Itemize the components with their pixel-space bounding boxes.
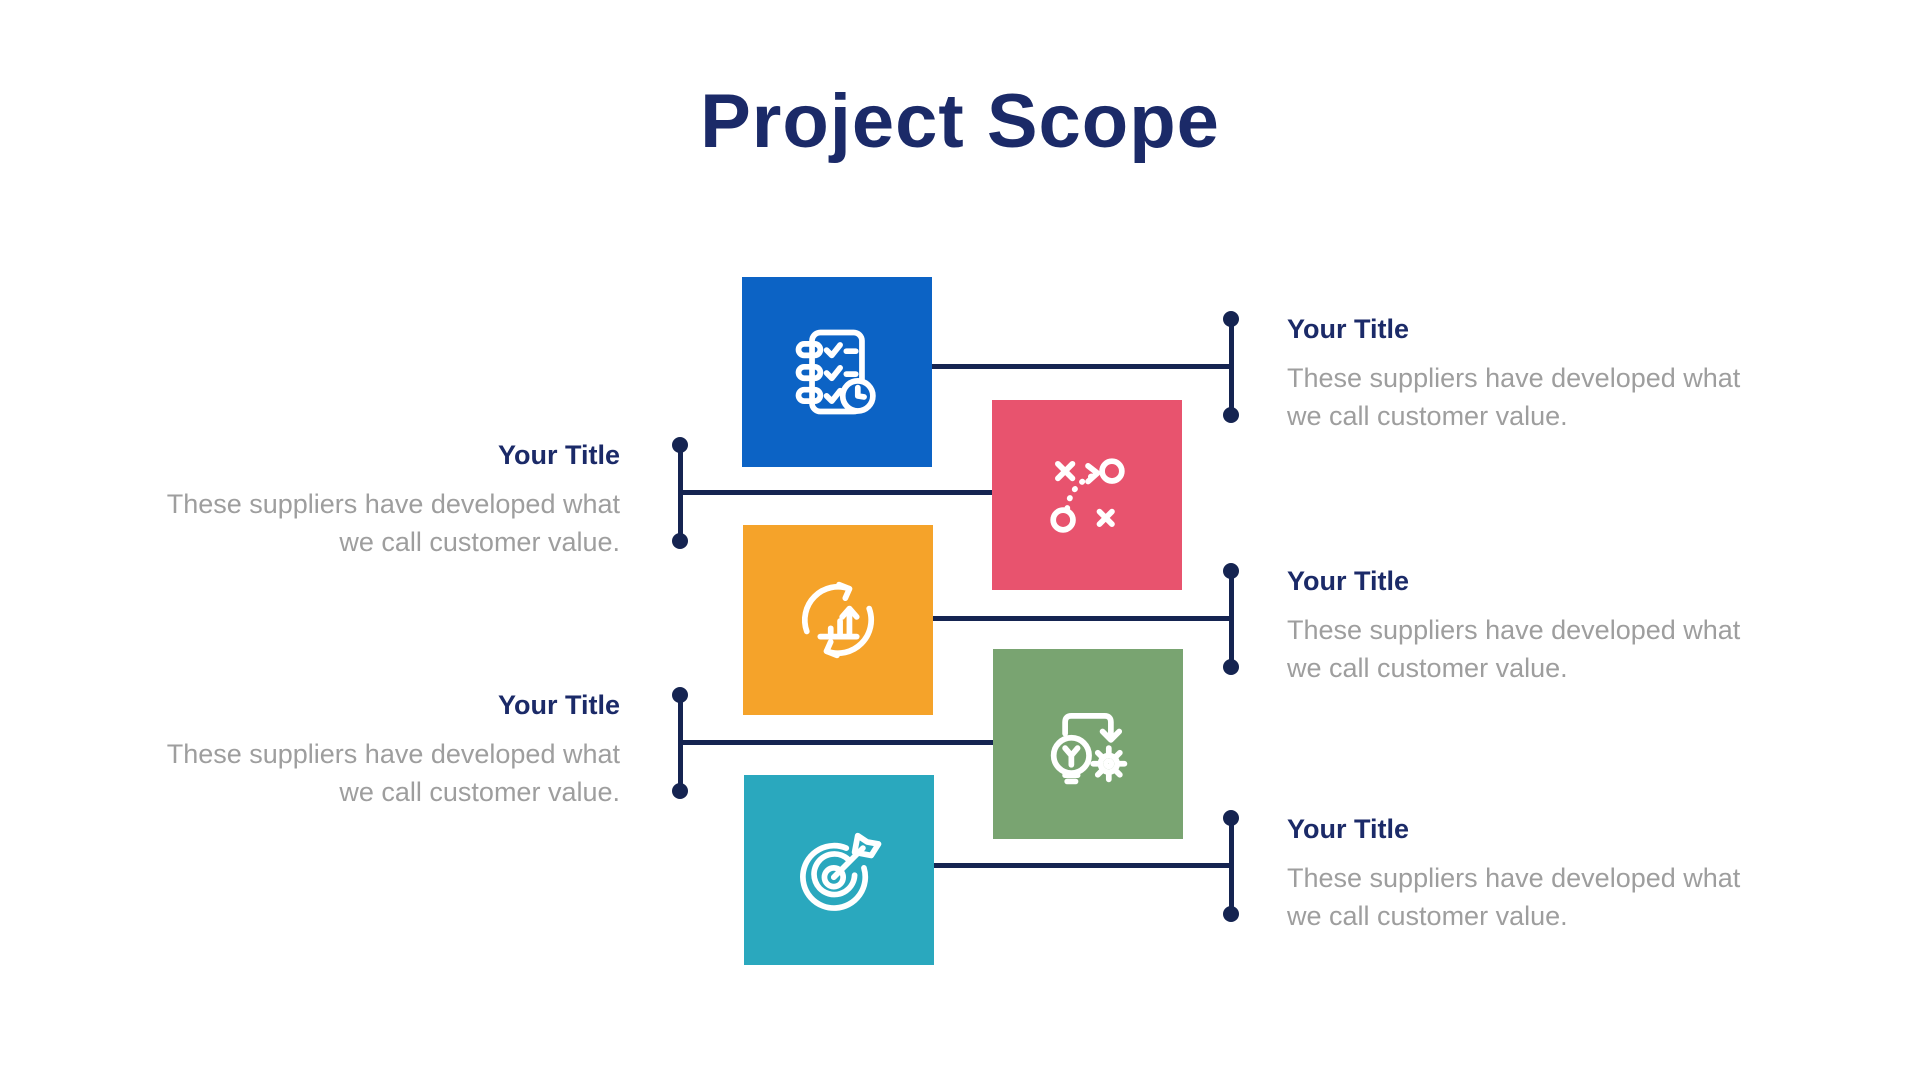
connector-4-hline xyxy=(680,740,993,745)
connector-4-vline xyxy=(678,695,683,791)
step-description-line: we call customer value. xyxy=(339,777,620,807)
step-description-line: These suppliers have developed what xyxy=(166,739,620,769)
step-square-1 xyxy=(742,277,932,467)
idea-implementation-icon xyxy=(1050,713,1128,785)
step-description-line: we call customer value. xyxy=(1287,901,1568,931)
step-title: Your Title xyxy=(1287,566,1410,596)
step-description-line: we call customer value. xyxy=(339,527,620,557)
connector-2-hline xyxy=(680,490,992,495)
connector-1-vline xyxy=(1229,319,1234,415)
step-5-text-block: Your Title These suppliers have develope… xyxy=(1287,814,1740,935)
checklist-clock-icon xyxy=(795,329,876,415)
step-4-text-block: Your Title These suppliers have develope… xyxy=(167,690,620,811)
connector-1-hline xyxy=(932,364,1233,369)
step-square-4 xyxy=(993,649,1183,839)
step-square-2 xyxy=(992,400,1182,590)
connector-3-hline xyxy=(933,616,1233,621)
page-title: Project Scope xyxy=(700,79,1220,164)
connector-1-dot-bottom xyxy=(1223,407,1239,423)
step-square-5 xyxy=(744,775,934,965)
connector-5-hline xyxy=(934,863,1233,868)
step-description-line: These suppliers have developed what xyxy=(1287,863,1741,893)
connector-2-vline xyxy=(678,445,683,541)
step-description-line: These suppliers have developed what xyxy=(166,489,620,519)
growth-cycle-icon xyxy=(802,581,874,659)
strategy-plan-icon xyxy=(1050,458,1125,533)
connector-3-vline xyxy=(1229,571,1234,667)
connector-4-dot-top xyxy=(672,687,688,703)
step-square-3 xyxy=(743,525,933,715)
target-goal-icon xyxy=(800,832,882,911)
step-description-line: These suppliers have developed what xyxy=(1287,363,1741,393)
step-title: Your Title xyxy=(497,690,620,720)
step-3-text-block: Your Title These suppliers have develope… xyxy=(1287,566,1740,687)
step-title: Your Title xyxy=(497,440,620,470)
connector-3-dot-top xyxy=(1223,563,1239,579)
connector-2-dot-bottom xyxy=(672,533,688,549)
step-title: Your Title xyxy=(1287,814,1410,844)
connector-1-dot-top xyxy=(1223,311,1239,327)
step-description-line: we call customer value. xyxy=(1287,401,1568,431)
step-1-text-block: Your Title These suppliers have develope… xyxy=(1287,314,1740,435)
connector-5-dot-top xyxy=(1223,810,1239,826)
connector-5-dot-bottom xyxy=(1223,906,1239,922)
step-title: Your Title xyxy=(1287,314,1410,344)
step-description-line: These suppliers have developed what xyxy=(1287,615,1741,645)
connector-4-dot-bottom xyxy=(672,783,688,799)
connector-5-vline xyxy=(1229,818,1234,914)
step-description-line: we call customer value. xyxy=(1287,653,1568,683)
connector-2-dot-top xyxy=(672,437,688,453)
step-2-text-block: Your Title These suppliers have develope… xyxy=(167,440,620,561)
connector-3-dot-bottom xyxy=(1223,659,1239,675)
